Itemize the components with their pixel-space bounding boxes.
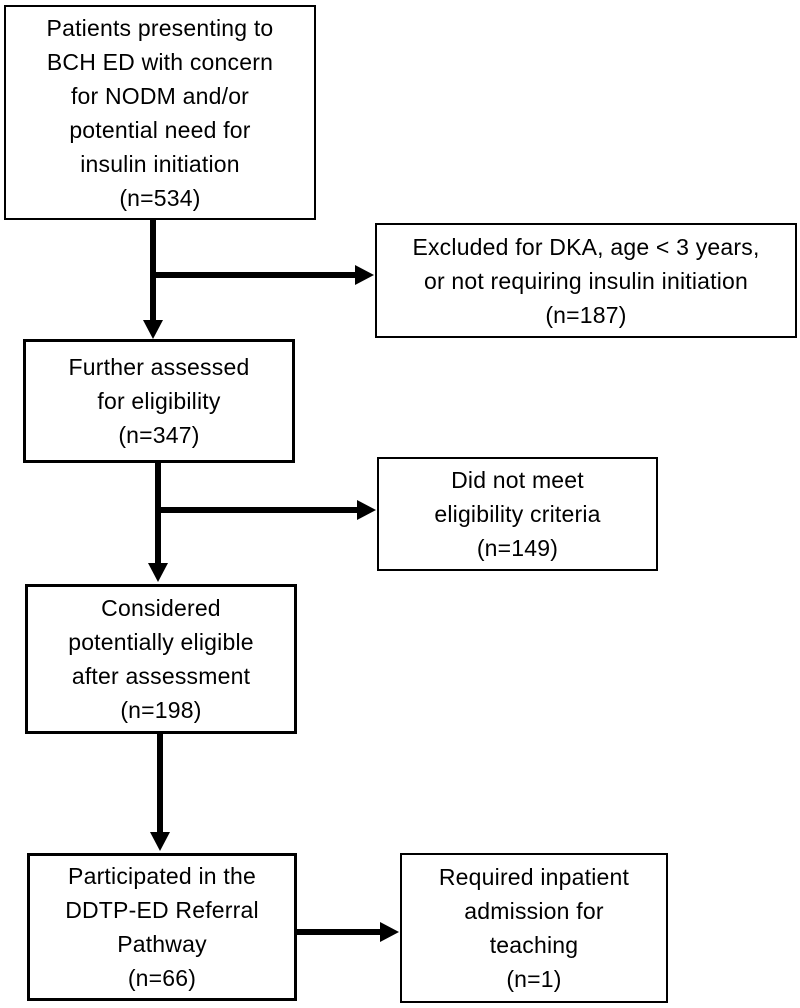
arrow-assessed-to-not-eligible	[155, 500, 376, 520]
node-did-not-meet-criteria-text: Did not meet eligibility criteria (n=149…	[434, 467, 601, 561]
node-excluded-text: Excluded for DKA, age < 3 years, or not …	[412, 233, 760, 328]
node-required-admission: Required inpatient admission for teachin…	[400, 853, 668, 1003]
node-potentially-eligible-text: Considered potentially eligible after as…	[68, 595, 254, 723]
arrow-assessed-to-eligible	[148, 462, 168, 582]
node-participated-pathway: Participated in the DDTP-ED Referral Pat…	[27, 853, 297, 1001]
node-patients-presenting: Patients presenting to BCH ED with conce…	[4, 5, 316, 220]
node-excluded: Excluded for DKA, age < 3 years, or not …	[375, 223, 797, 338]
node-required-admission-text: Required inpatient admission for teachin…	[438, 864, 630, 992]
node-further-assessed: Further assessed for eligibility (n=347)	[23, 339, 295, 463]
node-patients-presenting-text: Patients presenting to BCH ED with conce…	[46, 14, 274, 211]
arrow-eligible-to-participated	[150, 733, 170, 851]
arrow-presenting-to-excluded	[150, 265, 374, 285]
node-potentially-eligible: Considered potentially eligible after as…	[25, 584, 297, 734]
node-participated-pathway-text: Participated in the DDTP-ED Referral Pat…	[65, 863, 259, 991]
arrow-presenting-to-assessed	[143, 220, 163, 339]
node-further-assessed-text: Further assessed for eligibility (n=347)	[68, 354, 250, 448]
node-did-not-meet-criteria: Did not meet eligibility criteria (n=149…	[377, 457, 658, 571]
arrow-participated-to-admitted	[296, 922, 399, 942]
